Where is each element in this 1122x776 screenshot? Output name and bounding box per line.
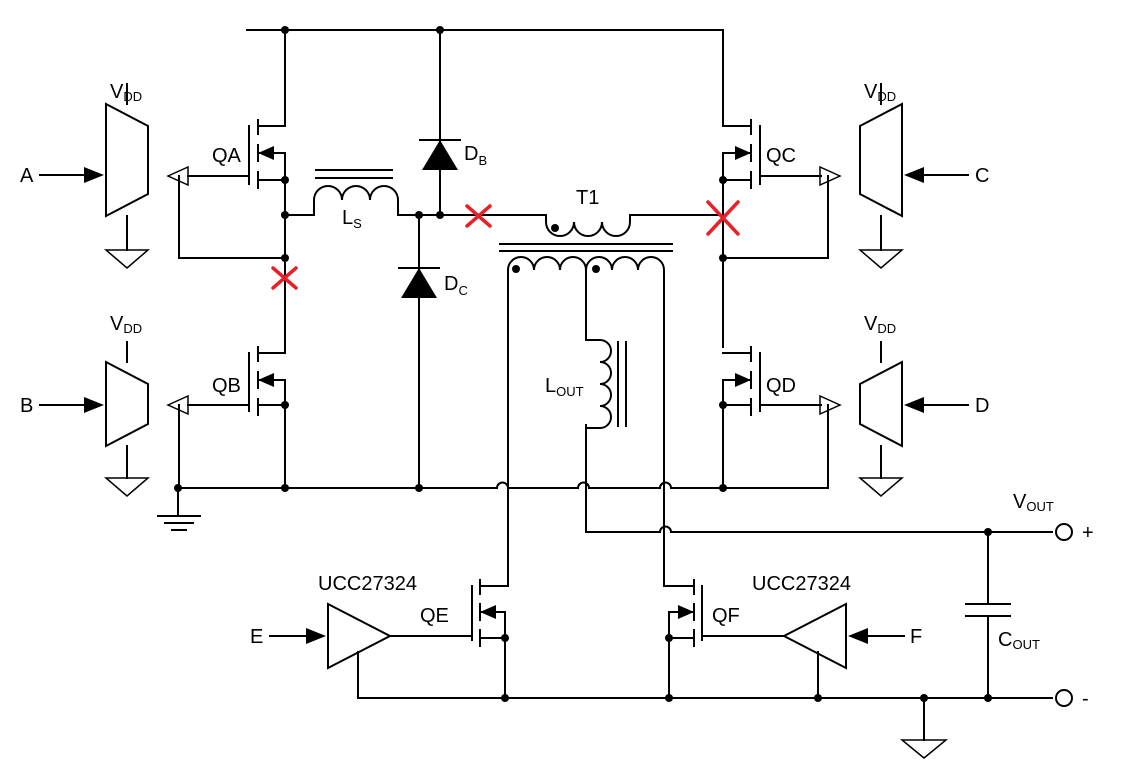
secondary-ground-rail: [357, 697, 1053, 759]
driver-b: [39, 341, 189, 497]
qb-mosfet: [187, 346, 286, 416]
chassis-ground: [157, 515, 201, 531]
diode-db: [419, 29, 461, 216]
t1-label: T1: [576, 187, 599, 209]
qf-mosfet: [668, 579, 785, 699]
qc-label: QC: [766, 145, 796, 167]
right-leg-wires: [629, 175, 829, 489]
fault-marks: [271, 200, 740, 290]
input-a-label: A: [20, 165, 34, 187]
diode-dc: [398, 214, 440, 489]
output-capacitor: [965, 531, 1011, 699]
driver-a: [39, 83, 189, 269]
junction-dots: [174, 26, 992, 702]
db-label: DB: [464, 143, 487, 168]
lout-label: LOUT: [545, 375, 584, 399]
qd-mosfet: [722, 346, 822, 416]
secondary-wires: [479, 269, 989, 587]
top-rail: [246, 29, 724, 125]
left-leg-wires: [178, 29, 315, 489]
qb-label: QB: [212, 375, 241, 397]
vout-label: VOUT: [1013, 491, 1054, 514]
qa-label: QA: [212, 145, 242, 167]
vdd-d-label: VDD: [864, 313, 896, 336]
driver-d: [819, 341, 969, 497]
minus-terminal-label: -: [1082, 688, 1089, 710]
dc-label: DC: [444, 273, 468, 298]
input-c-label: C: [975, 165, 989, 187]
input-e-label: E: [250, 626, 263, 648]
qf-label: QF: [712, 605, 740, 627]
vdd-c-label: VDD: [864, 81, 896, 104]
qc-mosfet: [722, 119, 822, 189]
buffer-left: [269, 602, 393, 699]
qd-label: QD: [766, 375, 796, 397]
input-f-label: F: [910, 626, 922, 648]
plus-terminal-label: +: [1082, 522, 1094, 544]
fault-mark-3: [706, 200, 740, 236]
driver-right-label: UCC27324: [752, 573, 851, 595]
input-b-label: B: [20, 395, 33, 417]
primary-ground-rail: [177, 481, 829, 517]
ls-label: LS: [342, 207, 362, 231]
output-terminals: [987, 523, 1073, 707]
driver-c: [819, 83, 969, 269]
cout-label: COUT: [998, 629, 1040, 652]
qa-mosfet: [187, 119, 286, 189]
fault-mark-1: [271, 266, 298, 290]
input-d-label: D: [975, 395, 989, 417]
lout-inductor: [585, 339, 627, 429]
ls-inductor: [313, 169, 441, 216]
qe-mosfet: [389, 579, 506, 699]
fault-mark-2: [465, 204, 492, 228]
driver-left-label: UCC27324: [318, 573, 417, 595]
vdd-b-label: VDD: [110, 313, 142, 336]
qe-label: QE: [420, 605, 449, 627]
vdd-a-label: VDD: [110, 81, 142, 104]
buffer-right: [781, 602, 905, 699]
